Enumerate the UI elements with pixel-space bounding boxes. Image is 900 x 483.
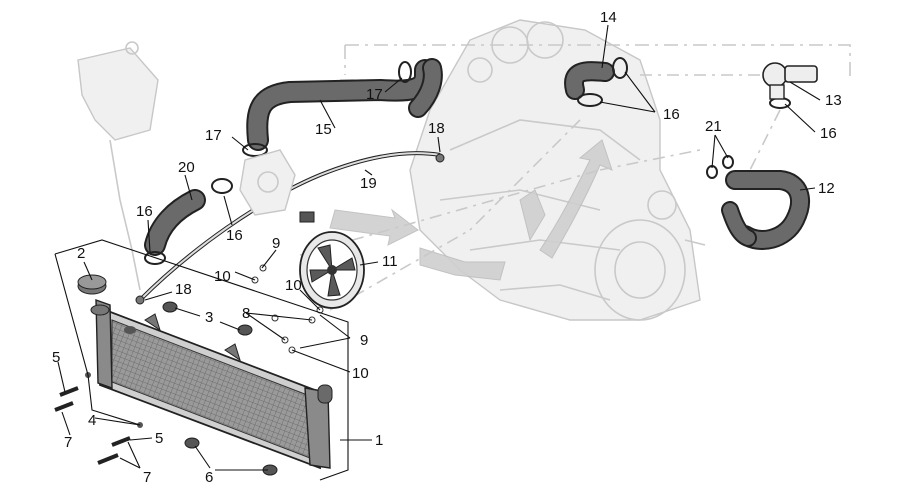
callout-4: 4 <box>88 412 96 429</box>
callout-16-a: 16 <box>663 106 680 123</box>
callout-13: 13 <box>825 92 842 109</box>
callout-16-c: 16 <box>136 203 153 220</box>
callout-10-lower: 10 <box>352 365 369 382</box>
callout-9-lower: 9 <box>360 332 368 349</box>
hose-15 <box>246 58 443 151</box>
callout-7-bottom: 7 <box>143 469 151 483</box>
mount-bracket-lines <box>54 239 349 481</box>
water-pump-ghost <box>239 149 296 216</box>
callout-21: 21 <box>705 118 722 135</box>
flow-arrows <box>329 139 613 281</box>
clamp-17-a <box>398 61 412 83</box>
callout-6: 6 <box>205 469 213 483</box>
clamp-16-c <box>612 57 628 79</box>
callout-18-a: 18 <box>428 120 445 137</box>
radiator <box>90 298 333 470</box>
hose-20 <box>144 189 206 256</box>
hose-12 <box>721 170 810 250</box>
callout-20: 20 <box>178 159 195 176</box>
callout-19: 19 <box>360 175 377 192</box>
fan-11 <box>299 211 365 309</box>
callout-9-upper: 9 <box>272 235 280 252</box>
callout-16-b: 16 <box>820 125 837 142</box>
callout-10-left: 10 <box>214 268 231 285</box>
callout-3: 3 <box>205 309 213 326</box>
cap-2 <box>77 274 107 295</box>
clip-18 <box>135 153 445 305</box>
callout-15: 15 <box>315 121 332 138</box>
clamp-17-b <box>242 143 268 157</box>
callout-8: 8 <box>242 305 250 322</box>
callout-14: 14 <box>600 9 617 26</box>
callout-12: 12 <box>818 180 835 197</box>
callout-11: 11 <box>382 253 398 270</box>
routing-lines <box>299 74 781 311</box>
callout-16-d: 16 <box>226 227 243 244</box>
thermostat-13 <box>762 62 818 100</box>
callout-17-b: 17 <box>205 127 222 144</box>
callout-1: 1 <box>375 432 383 449</box>
callout-2: 2 <box>77 245 85 262</box>
callout-labels: 1 2 3 4 5 5 6 7 7 8 9 9 10 10 10 11 12 1… <box>52 9 842 483</box>
screws-5-7 <box>54 372 143 465</box>
clamp-16-a <box>211 178 233 194</box>
hose-14 <box>564 61 615 100</box>
callout-7-left: 7 <box>64 434 72 451</box>
reservoir-ghost <box>77 41 159 291</box>
callout-5-bottom: 5 <box>155 430 163 447</box>
callout-10-mid: 10 <box>285 277 302 294</box>
callout-5-left: 5 <box>52 349 60 366</box>
grommets-3 <box>162 301 253 336</box>
clamp-16-d <box>577 93 603 107</box>
leader-lines <box>57 24 821 471</box>
pipe-19 <box>138 151 441 302</box>
callout-18-b: 18 <box>175 281 192 298</box>
callout-17-a: 17 <box>366 86 383 103</box>
clamp-16-b <box>144 251 166 265</box>
